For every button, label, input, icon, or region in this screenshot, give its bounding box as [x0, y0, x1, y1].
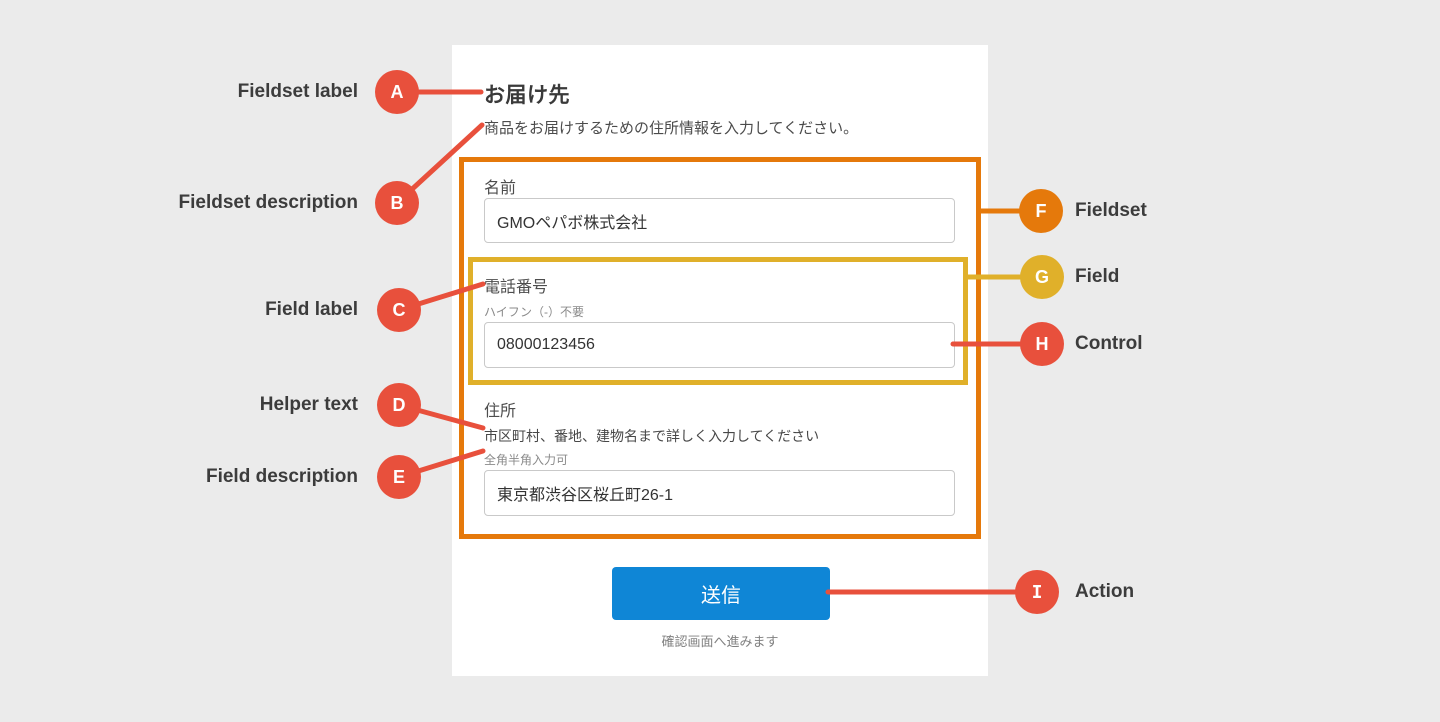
annotation-marker-i: I — [1015, 570, 1059, 614]
annotation-marker-e: E — [377, 455, 421, 499]
action-helper-text: 確認画面へ進みます — [661, 634, 779, 649]
annotation-label-field-description: Field description — [205, 466, 358, 487]
annotation-label-fieldset: Fieldset — [1075, 200, 1147, 221]
annotation-marker-c: C — [377, 288, 421, 332]
annotation-marker-f: F — [1019, 189, 1063, 233]
name-field-label: 名前 — [484, 180, 517, 197]
address-input[interactable] — [484, 470, 955, 516]
address-field-label: 住所 — [484, 403, 517, 420]
annotation-marker-d: D — [377, 383, 421, 427]
annotation-marker-b: B — [375, 181, 419, 225]
fieldset-label: お届け先 — [484, 84, 570, 107]
annotation-marker-a: A — [375, 70, 419, 114]
fieldset-description: 商品をお届けするための住所情報を入力してください。 — [484, 120, 859, 137]
annotation-marker-h: H — [1020, 322, 1064, 366]
phone-field-label: 電話番号 — [484, 279, 549, 296]
address-helper-text: 市区町村、番地、建物名まで詳しく入力してください — [484, 428, 820, 444]
name-input[interactable] — [484, 198, 955, 243]
phone-input[interactable] — [484, 322, 955, 368]
annotation-label-fieldset-description: Fieldset description — [178, 192, 358, 213]
annotation-label-helper-text: Helper text — [259, 394, 358, 415]
submit-button[interactable]: 送信 — [612, 567, 830, 620]
address-field-description: 全角半角入力可 — [484, 453, 569, 467]
annotation-label-control: Control — [1075, 333, 1143, 354]
annotation-label-action: Action — [1075, 581, 1135, 602]
annotation-label-fieldset-label: Fieldset label — [237, 81, 358, 102]
form-card: お届け先 商品をお届けするための住所情報を入力してください。 名前 電話番号 ハ… — [452, 45, 988, 676]
annotation-marker-g: G — [1020, 255, 1064, 299]
field-outline — [468, 257, 968, 385]
fieldset-outline — [459, 157, 981, 539]
annotation-label-field: Field — [1075, 266, 1120, 287]
annotation-label-field-label: Field label — [265, 299, 358, 320]
phone-field-description: ハイフン（-）不要 — [484, 305, 584, 319]
